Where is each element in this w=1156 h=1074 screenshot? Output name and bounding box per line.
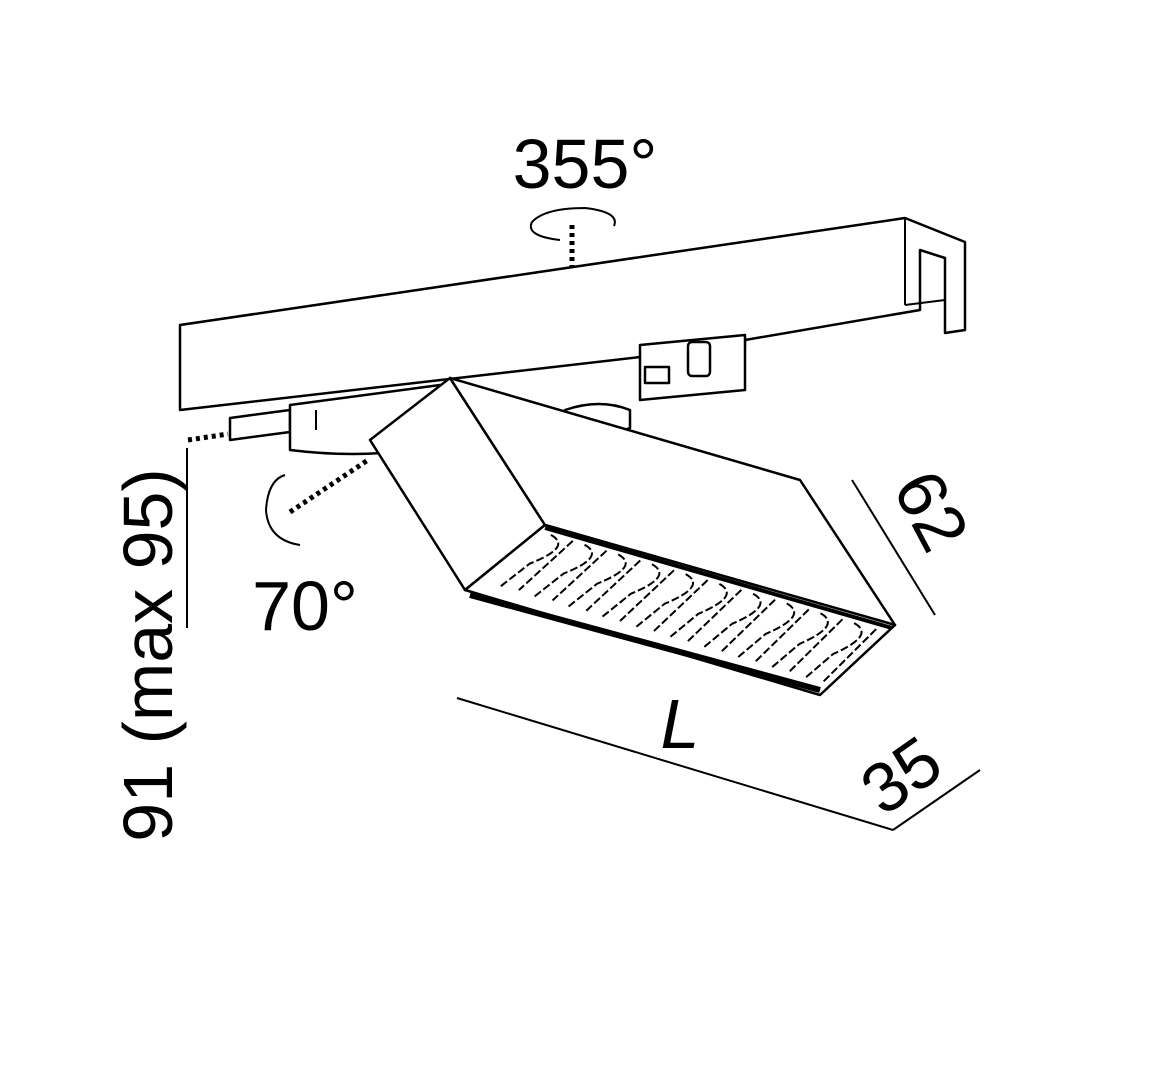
- louver-grid: [500, 534, 877, 684]
- length-label: L: [661, 685, 700, 763]
- tilt-70-indicator: [264, 457, 370, 546]
- length-dimension-line: [456, 697, 894, 831]
- louver-cell: [601, 563, 675, 622]
- louver-cell: [803, 622, 877, 684]
- height-label: 91 (max 95): [109, 468, 187, 841]
- tilt-label: 70°: [252, 567, 358, 645]
- rotation-label: 355°: [513, 125, 658, 203]
- width-dimension-line: [851, 479, 936, 616]
- track-adapter: [288, 333, 747, 456]
- rotation-355-indicator: [529, 206, 616, 268]
- louver-cell: [567, 553, 641, 612]
- depth-dimension-line: [892, 769, 981, 831]
- louver-cell: [500, 534, 574, 591]
- spotlight-head: [368, 376, 897, 697]
- height-dotted-leader: [187, 431, 229, 443]
- louver-cell: [702, 592, 776, 653]
- louver-cell: [769, 612, 844, 674]
- louver-cell: [533, 543, 608, 602]
- louver-cell: [668, 583, 743, 643]
- depth-label: 35: [847, 721, 956, 830]
- louver-cell: [736, 602, 810, 663]
- louver-cell: [635, 573, 709, 633]
